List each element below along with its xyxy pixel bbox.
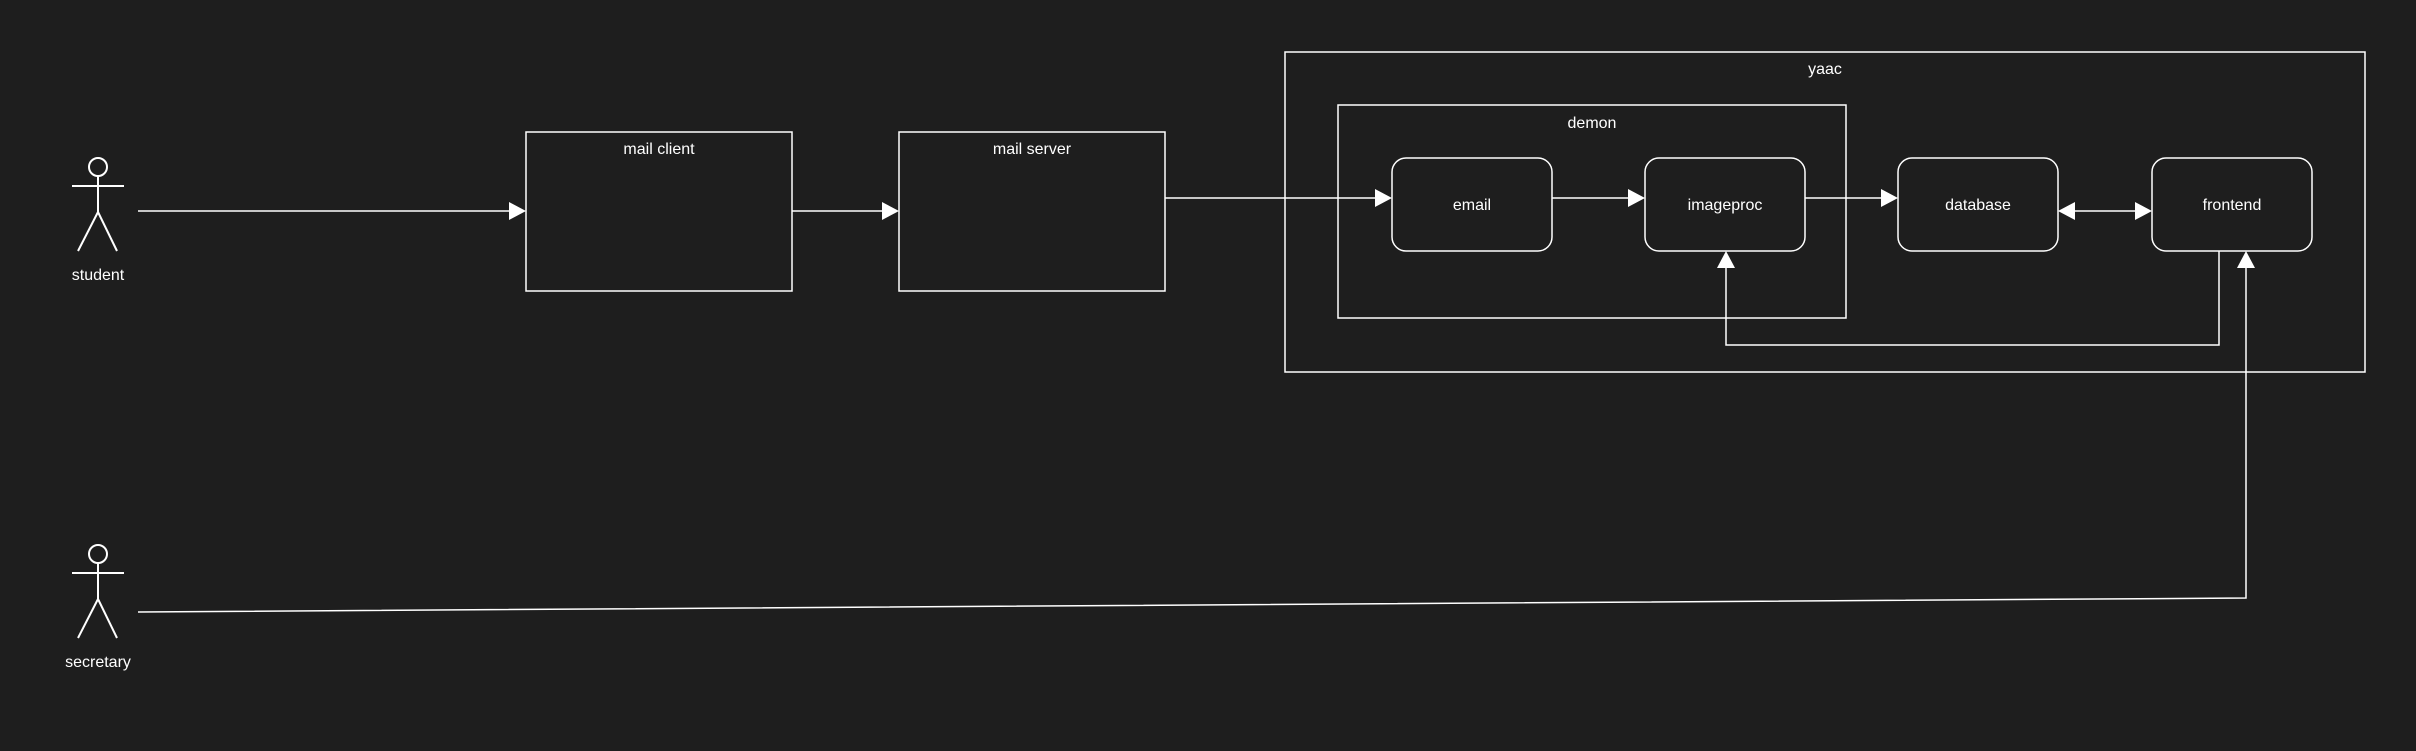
edge-database-frontend [2058,202,2152,220]
arrowhead-icon [2135,202,2152,220]
email-label: email [1453,197,1491,214]
edge-email-imageproc [1552,189,1645,207]
mail-server-label: mail server [993,141,1072,158]
database-label: database [1945,197,2011,214]
student-actor[interactable]: student [72,157,125,284]
database-node[interactable]: database [1897,157,2059,252]
yaac-label: yaac [1808,61,1842,78]
email-node[interactable]: email [1391,157,1553,252]
arrowhead-icon [1628,189,1645,207]
arrowhead-icon [2058,202,2075,220]
imageproc-node[interactable]: imageproc [1644,157,1806,252]
mail-server-box[interactable]: mail server [898,131,1166,292]
edge-mail-client-mail-server [792,202,899,220]
arrowhead-icon [882,202,899,220]
edge-student-mail-client [138,202,526,220]
stick-figure-icon [72,544,124,639]
mail-client-box[interactable]: mail client [525,131,793,292]
secretary-actor[interactable]: secretary [65,544,131,671]
frontend-node[interactable]: frontend [2151,157,2313,252]
mail-client-label: mail client [623,141,695,158]
student-label: student [72,267,125,284]
yaac-container[interactable]: yaac [1284,51,2366,373]
stick-figure-icon [72,157,124,252]
edge-imageproc-database [1805,189,1898,207]
frontend-label: frontend [2203,197,2262,214]
arrowhead-icon [1375,189,1392,207]
secretary-label: secretary [65,654,131,671]
arrowhead-icon [1881,189,1898,207]
edge-frontend-imageproc [1717,251,2220,346]
arrowhead-icon [2237,251,2255,268]
edge-secretary-frontend [137,251,2255,613]
arrowhead-icon [1717,251,1735,268]
imageproc-label: imageproc [1688,197,1763,214]
arrowhead-icon [509,202,526,220]
demon-label: demon [1568,115,1617,132]
demon-container[interactable]: demon [1337,104,1847,319]
edge-mail-server-email [1165,189,1392,207]
